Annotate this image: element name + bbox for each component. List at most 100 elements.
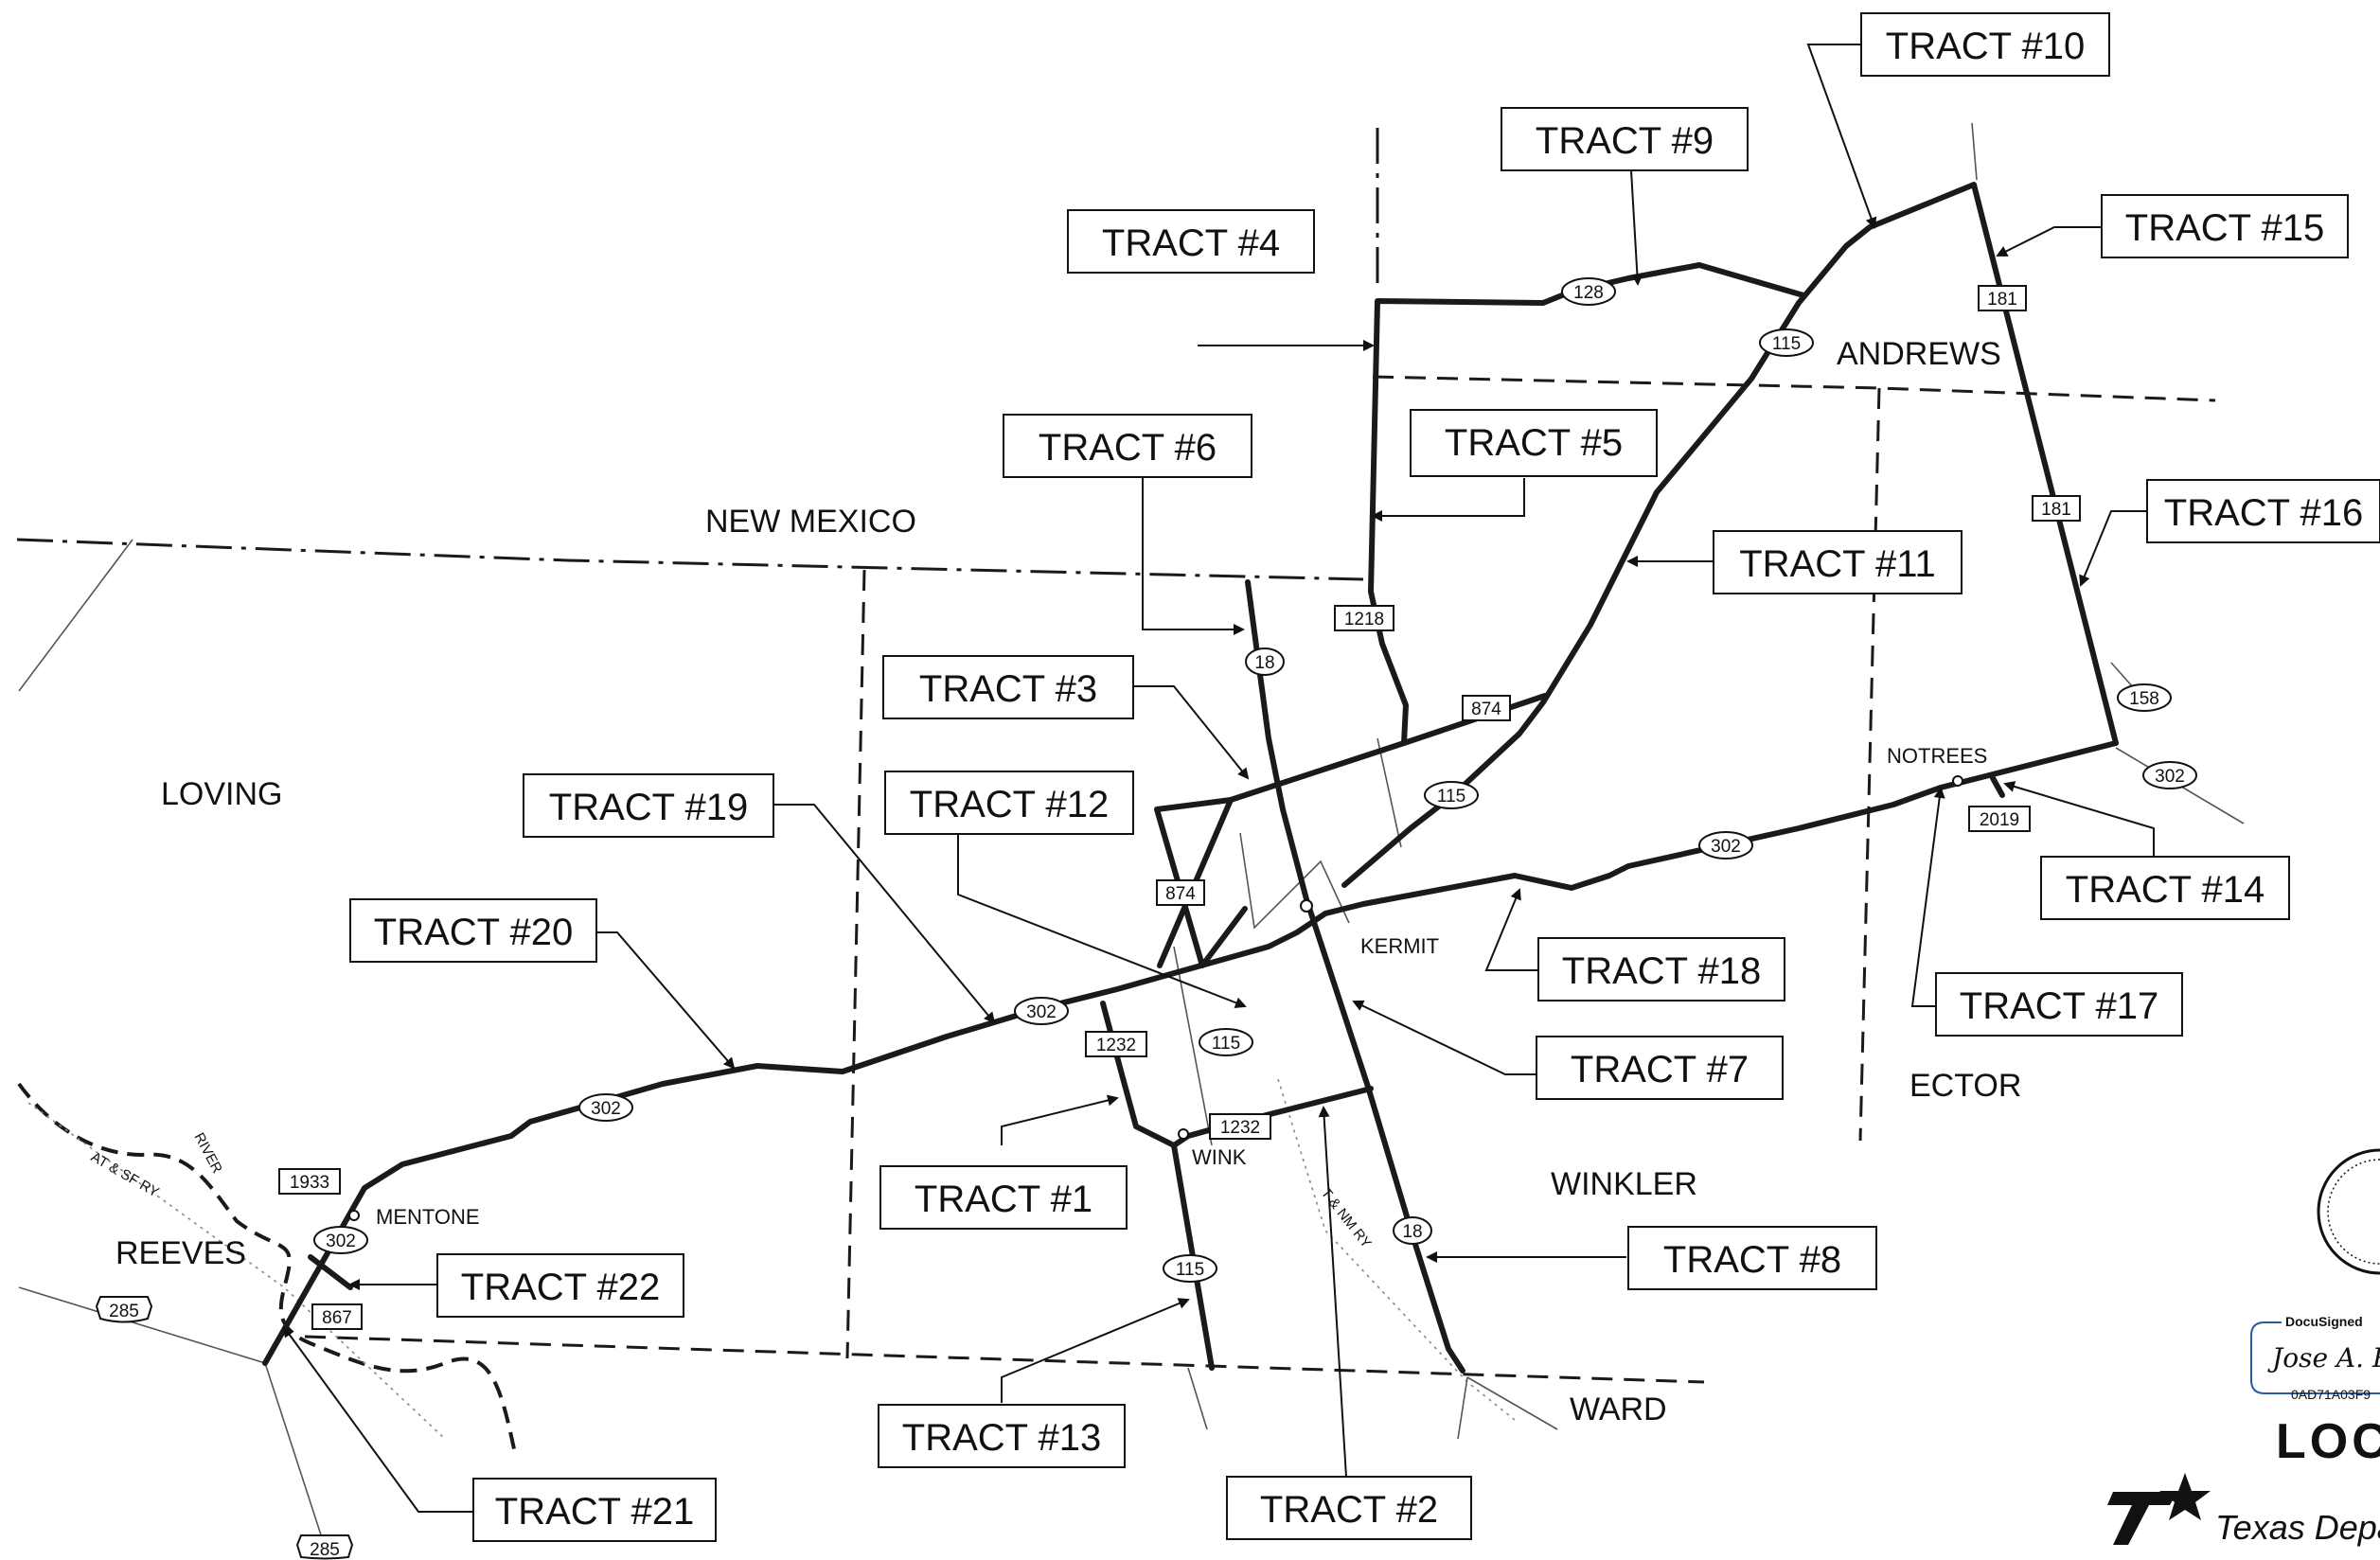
svg-text:285: 285 bbox=[310, 1540, 340, 1560]
svg-text:TRACT #20: TRACT #20 bbox=[374, 912, 573, 953]
tract-leaders bbox=[282, 44, 2155, 1513]
wink-marker bbox=[1178, 1128, 1189, 1140]
pecos-river bbox=[17, 1082, 518, 1459]
svg-text:1218: 1218 bbox=[1344, 610, 1384, 629]
tract-label-19: TRACT #19 bbox=[523, 773, 774, 838]
shield-128: 128 bbox=[1561, 277, 1616, 306]
shield-874-a: 874 bbox=[1156, 879, 1205, 906]
river-label: RIVER bbox=[190, 1130, 225, 1177]
tract-label-8: TRACT #8 bbox=[1627, 1226, 1877, 1290]
tract-label-16: TRACT #16 bbox=[2146, 479, 2380, 543]
svg-text:128: 128 bbox=[1573, 283, 1604, 303]
shield-874-b: 874 bbox=[1462, 695, 1511, 721]
location-title: LOC bbox=[2276, 1414, 2380, 1469]
svg-text:TRACT #22: TRACT #22 bbox=[461, 1267, 660, 1308]
shield-181-a: 181 bbox=[1978, 285, 2027, 311]
shield-115-b: 115 bbox=[1163, 1254, 1217, 1283]
tract-label-14: TRACT #14 bbox=[2040, 856, 2290, 920]
shield-181-b: 181 bbox=[2032, 495, 2081, 522]
svg-text:TRACT #7: TRACT #7 bbox=[1571, 1049, 1749, 1090]
docusign-envelope-id: 0AD71A03F9 bbox=[2291, 1387, 2371, 1402]
svg-text:2019: 2019 bbox=[1980, 810, 2019, 830]
svg-text:1933: 1933 bbox=[290, 1173, 329, 1193]
mentone-marker bbox=[348, 1210, 360, 1221]
svg-text:TRACT #10: TRACT #10 bbox=[1886, 26, 2085, 67]
svg-text:TRACT #19: TRACT #19 bbox=[549, 787, 748, 828]
shield-1232-a: 1232 bbox=[1085, 1031, 1147, 1057]
tract-label-6: TRACT #6 bbox=[1003, 414, 1252, 478]
svg-text:302: 302 bbox=[1026, 1002, 1057, 1022]
svg-text:18: 18 bbox=[1402, 1222, 1422, 1242]
svg-text:115: 115 bbox=[1176, 1260, 1204, 1280]
svg-text:TRACT #5: TRACT #5 bbox=[1445, 422, 1623, 464]
at-sf-railway bbox=[27, 1102, 446, 1440]
svg-text:874: 874 bbox=[1471, 700, 1501, 719]
shield-18-a: 18 bbox=[1245, 647, 1285, 676]
txdot-logo-icon bbox=[2107, 1473, 2211, 1545]
shield-1218: 1218 bbox=[1334, 605, 1394, 631]
county-label-loving: LOVING bbox=[161, 776, 282, 812]
svg-text:TRACT #3: TRACT #3 bbox=[919, 668, 1097, 710]
tract-label-20: TRACT #20 bbox=[349, 898, 597, 963]
shield-2019: 2019 bbox=[1968, 806, 2031, 832]
svg-text:1232: 1232 bbox=[1096, 1036, 1136, 1055]
town-label-kermit: KERMIT bbox=[1360, 934, 1439, 958]
county-label-reeves: REEVES bbox=[115, 1235, 246, 1271]
shield-1232-b: 1232 bbox=[1209, 1113, 1271, 1140]
shield-285-a: 285 bbox=[95, 1296, 153, 1323]
svg-text:18: 18 bbox=[1254, 653, 1274, 673]
svg-text:TRACT #11: TRACT #11 bbox=[1739, 543, 1935, 585]
svg-text:TRACT #6: TRACT #6 bbox=[1039, 427, 1217, 469]
svg-text:TRACT #1: TRACT #1 bbox=[915, 1179, 1092, 1220]
county-label-andrews: ANDREWS bbox=[1837, 336, 2001, 372]
svg-text:867: 867 bbox=[322, 1308, 352, 1328]
tract-label-21: TRACT #21 bbox=[472, 1478, 717, 1542]
svg-text:TRACT #21: TRACT #21 bbox=[495, 1491, 694, 1533]
svg-text:302: 302 bbox=[2155, 767, 2185, 787]
shield-302-d: 302 bbox=[313, 1226, 368, 1254]
tract-label-10: TRACT #10 bbox=[1860, 12, 2110, 77]
svg-text:181: 181 bbox=[2041, 500, 2071, 520]
tract-label-5: TRACT #5 bbox=[1410, 409, 1658, 477]
tract-label-4: TRACT #4 bbox=[1067, 209, 1315, 274]
state-label-new-mexico: NEW MEXICO bbox=[705, 504, 916, 540]
svg-text:158: 158 bbox=[2129, 689, 2159, 709]
railroad-label-tnm: T & NM RY bbox=[1318, 1185, 1375, 1251]
svg-text:TRACT #2: TRACT #2 bbox=[1260, 1489, 1438, 1531]
svg-text:TRACT #12: TRACT #12 bbox=[910, 784, 1109, 825]
tract-label-12: TRACT #12 bbox=[884, 771, 1134, 835]
svg-text:TRACT #16: TRACT #16 bbox=[2164, 492, 2363, 534]
svg-text:181: 181 bbox=[1987, 290, 2017, 310]
tract-label-3: TRACT #3 bbox=[882, 655, 1134, 719]
county-label-ector: ECTOR bbox=[1909, 1068, 2021, 1104]
seal-edge bbox=[2317, 1148, 2380, 1275]
svg-text:115: 115 bbox=[1772, 334, 1801, 354]
town-label-mentone: MENTONE bbox=[376, 1205, 480, 1229]
shield-867: 867 bbox=[311, 1303, 363, 1330]
docusign-title: DocuSigned bbox=[2285, 1314, 2363, 1329]
shield-285-b: 285 bbox=[295, 1534, 354, 1560]
tract-label-1: TRACT #1 bbox=[879, 1165, 1128, 1230]
svg-text:TRACT #17: TRACT #17 bbox=[1960, 985, 2158, 1027]
tract-label-9: TRACT #9 bbox=[1501, 107, 1749, 171]
shield-302-c: 302 bbox=[1698, 831, 1753, 860]
svg-text:TRACT #18: TRACT #18 bbox=[1562, 950, 1761, 992]
svg-text:302: 302 bbox=[1711, 837, 1741, 857]
tract-labels: TRACT #1 TRACT #2 TRACT #3 TRACT #4 TRAC… bbox=[349, 12, 2380, 1542]
svg-text:1232: 1232 bbox=[1220, 1118, 1260, 1138]
svg-text:302: 302 bbox=[326, 1232, 356, 1251]
town-label-wink: WINK bbox=[1192, 1145, 1247, 1169]
railroad-label-atsf: AT & SF RY bbox=[88, 1149, 162, 1201]
state-line-new-mexico bbox=[16, 128, 1379, 581]
agency-name: Texas Depa bbox=[2215, 1508, 2380, 1547]
shield-115-c: 115 bbox=[1424, 781, 1479, 809]
tract-label-7: TRACT #7 bbox=[1536, 1036, 1784, 1100]
docusign-signature: Jose A. R bbox=[2267, 1342, 2380, 1374]
tract-label-2: TRACT #2 bbox=[1226, 1476, 1472, 1540]
shield-115-d: 115 bbox=[1759, 328, 1814, 357]
kermit-marker bbox=[1300, 899, 1313, 913]
svg-text:115: 115 bbox=[1212, 1034, 1240, 1054]
t-nm-railway bbox=[1277, 1078, 1516, 1421]
svg-text:302: 302 bbox=[591, 1099, 621, 1119]
